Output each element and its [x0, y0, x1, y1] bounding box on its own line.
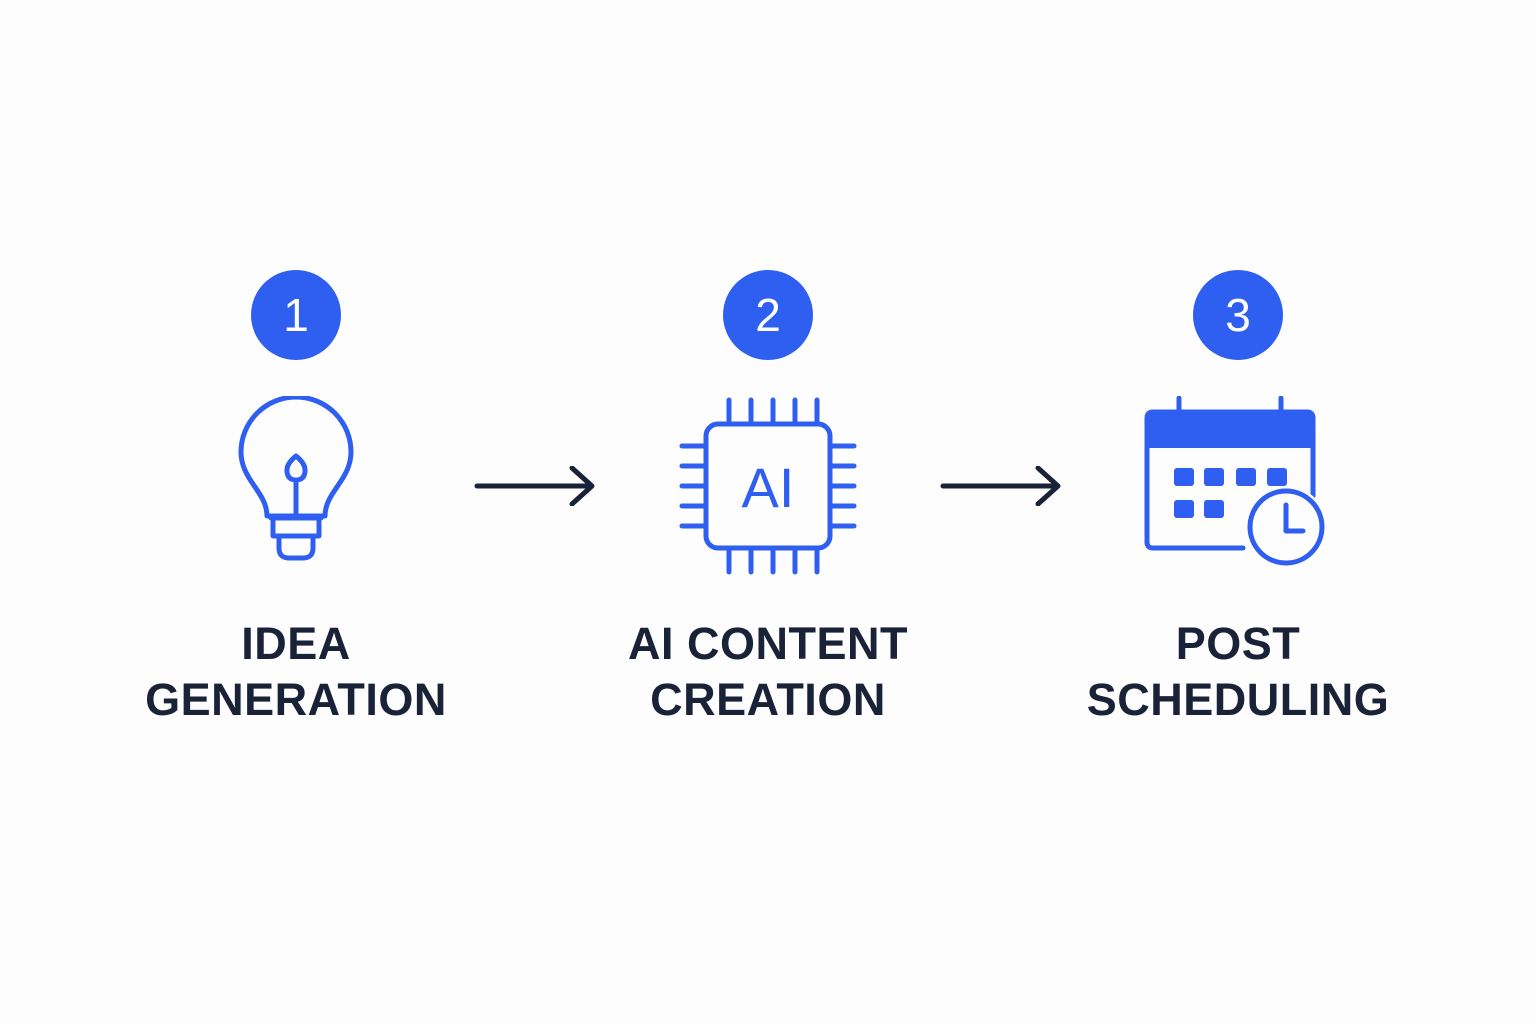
step-label-line1: IDEA	[241, 618, 351, 669]
step-label-line1: POST	[1175, 618, 1301, 669]
step-ai-content-creation: 2 AI AI CONTENT CREATION	[588, 270, 948, 728]
ai-chip-text: AI	[742, 456, 795, 519]
step-number-badge: 3	[1193, 270, 1283, 360]
step-number-badge: 1	[251, 270, 341, 360]
step-label: POST SCHEDULING	[1087, 616, 1390, 728]
step-number: 1	[283, 289, 309, 341]
step-label-line1: AI CONTENT	[628, 618, 908, 669]
step-label-line2: CREATION	[650, 674, 886, 725]
step-idea-generation: 1 IDEA GENERATION	[116, 270, 476, 728]
calendar-clock-icon	[1138, 396, 1338, 576]
step-number-badge: 2	[723, 270, 813, 360]
ai-chip-icon: AI	[668, 396, 868, 576]
step-post-scheduling: 3 POST SCHEDULING	[1058, 270, 1418, 728]
lightbulb-icon	[196, 396, 396, 576]
step-label: AI CONTENT CREATION	[628, 616, 908, 728]
arrow-right-icon	[940, 466, 1061, 506]
step-label-line2: SCHEDULING	[1086, 674, 1390, 725]
step-label-line2: GENERATION	[145, 674, 447, 725]
arrow-right-icon	[474, 466, 595, 506]
step-number: 2	[755, 289, 781, 341]
step-number: 3	[1225, 289, 1251, 341]
step-label: IDEA GENERATION	[145, 616, 447, 728]
